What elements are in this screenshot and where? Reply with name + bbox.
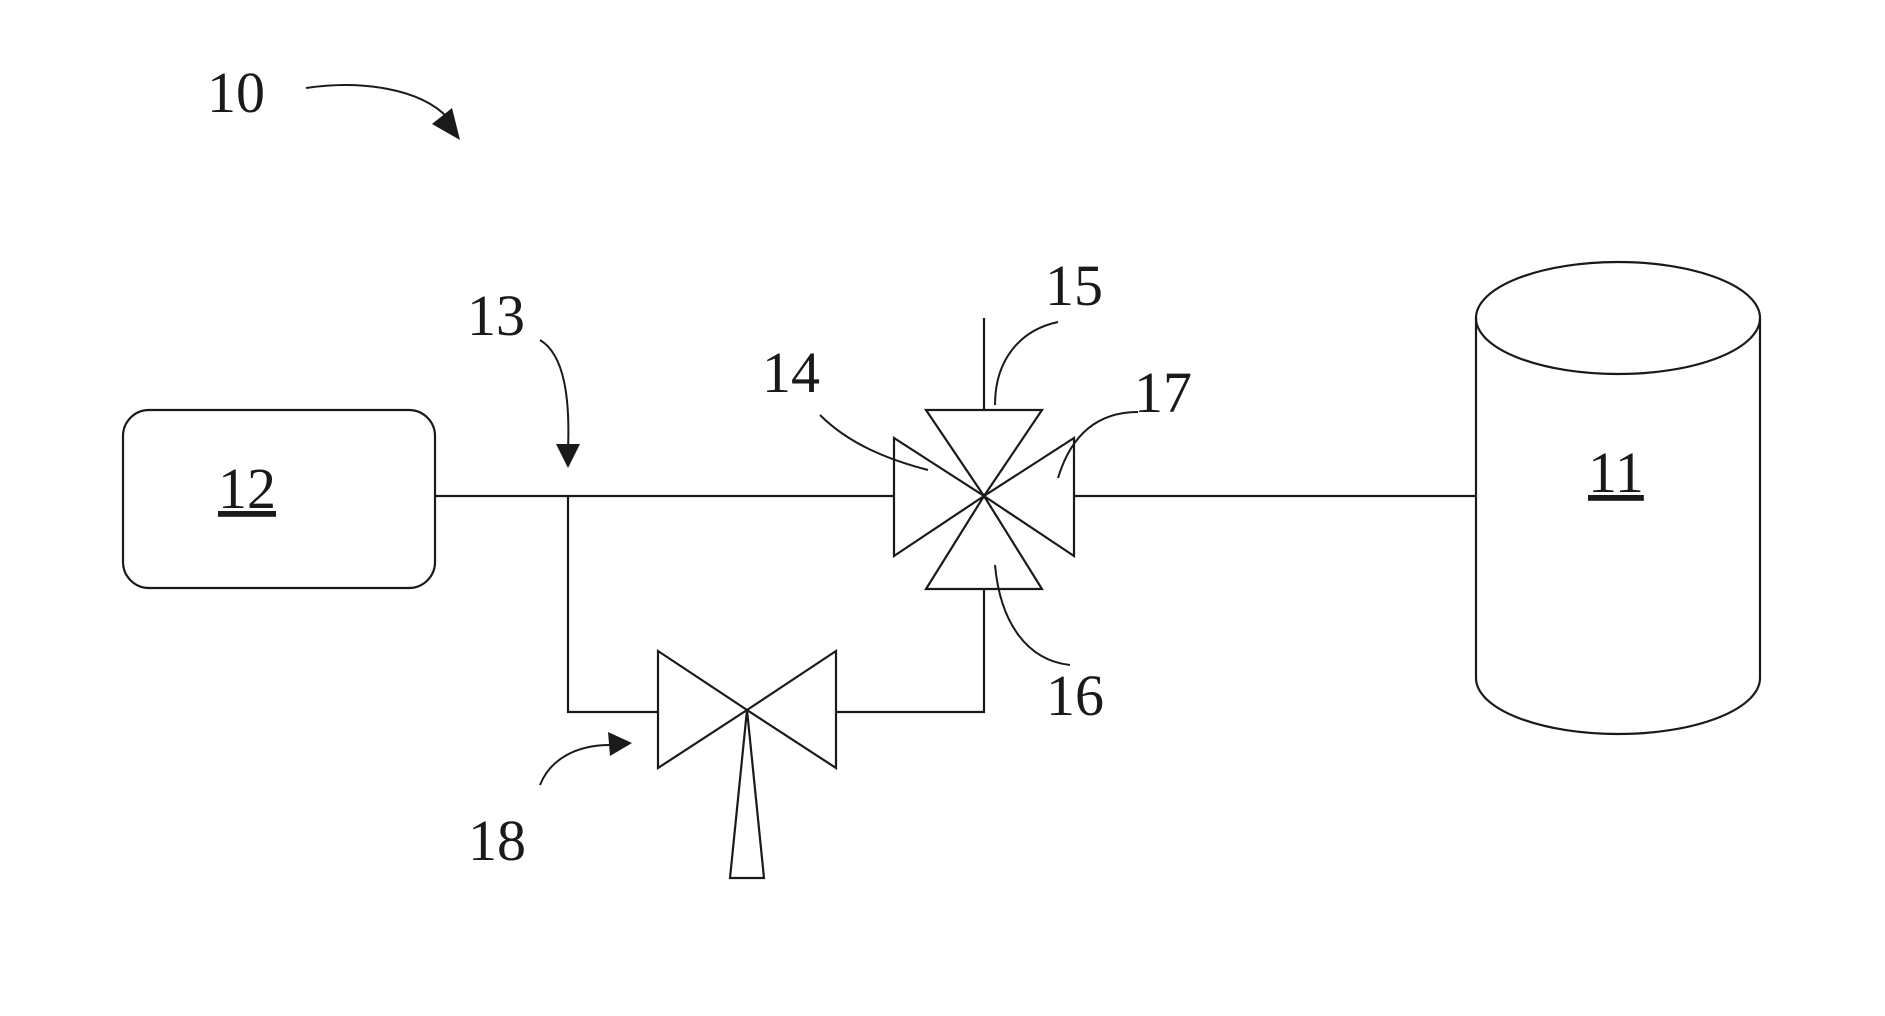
leader-port-16	[995, 565, 1070, 665]
label-system-10: 10	[207, 60, 265, 125]
label-port-16: 16	[1046, 663, 1104, 728]
label-tank-11: 11	[1588, 440, 1644, 505]
bypass-valve-right-triangle	[747, 651, 836, 768]
label-port-17: 17	[1134, 360, 1192, 425]
source-box	[123, 410, 435, 588]
label-source-12: 12	[218, 456, 276, 521]
arrowhead-system-10	[432, 108, 460, 140]
bypass-pipe-right	[836, 589, 984, 712]
leader-port-15	[995, 322, 1058, 405]
label-port-14: 14	[762, 340, 820, 405]
leader-port-14	[820, 415, 928, 470]
leader-port-17	[1058, 412, 1138, 478]
label-junction-13: 13	[467, 283, 525, 348]
valve-bottom-triangle	[926, 496, 1042, 589]
bypass-valve-actuator	[730, 710, 764, 878]
valve-right-triangle	[984, 438, 1074, 556]
bypass-pipe-left	[568, 496, 658, 712]
tank-body	[1476, 318, 1760, 734]
bypass-valve-left-triangle	[658, 651, 747, 768]
valve-left-triangle	[894, 438, 984, 556]
arrow-junction-13	[540, 340, 568, 450]
arrowhead-bypass-18	[608, 732, 632, 756]
valve-top-triangle	[926, 410, 1042, 496]
label-port-15: 15	[1045, 253, 1103, 318]
arrowhead-junction-13	[556, 444, 580, 468]
arrow-bypass-18	[540, 745, 610, 785]
arrow-system-10	[306, 85, 448, 118]
label-bypass-18: 18	[468, 808, 526, 873]
tank-top	[1476, 262, 1760, 374]
